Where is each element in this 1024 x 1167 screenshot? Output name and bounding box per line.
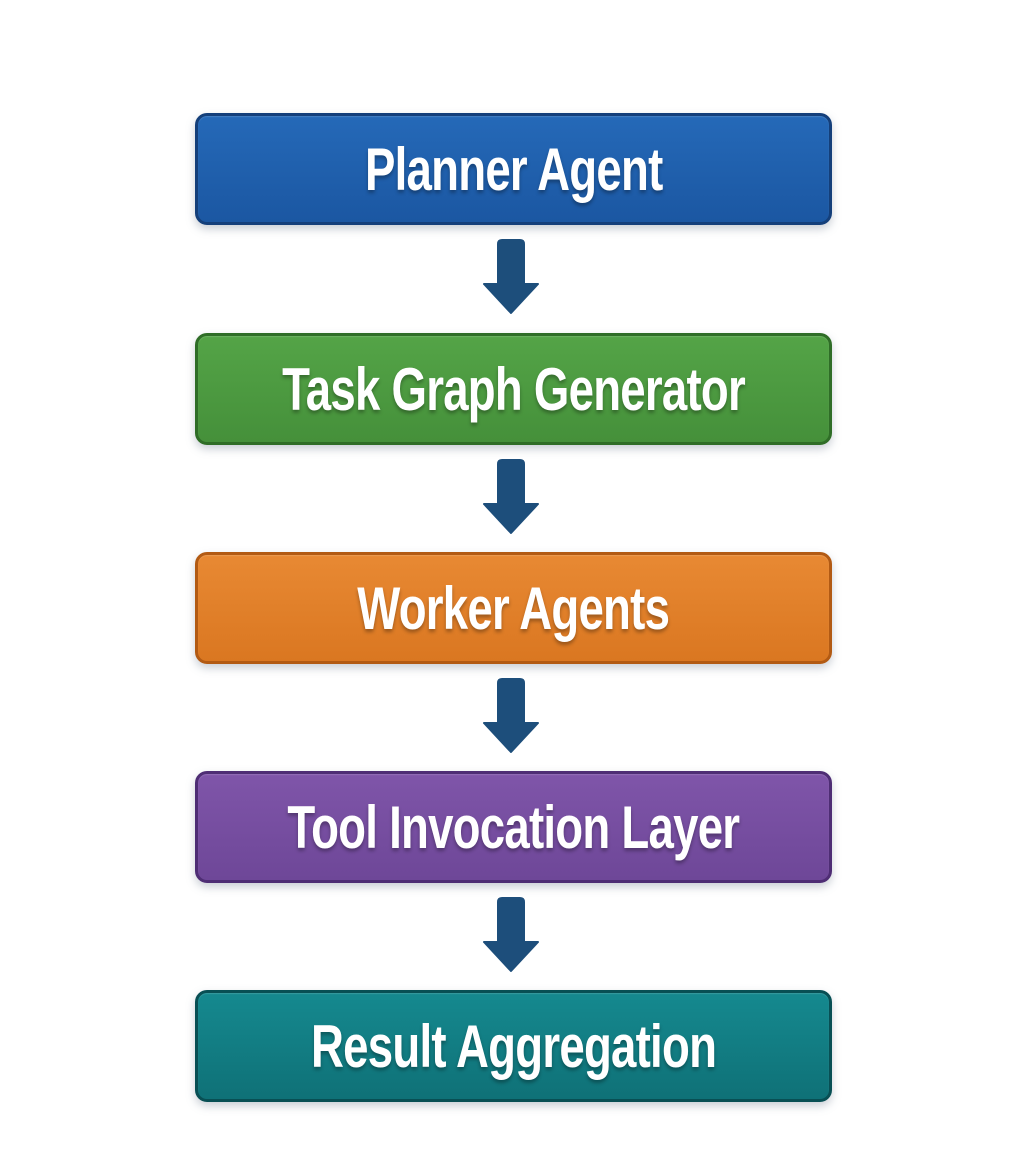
- node-label: Result Aggregation: [310, 1012, 717, 1080]
- arrow-down-icon: [483, 459, 539, 534]
- arrow-down-icon: [483, 678, 539, 753]
- node-label: Tool Invocation Layer: [287, 793, 741, 861]
- node-label: Worker Agents: [357, 574, 671, 642]
- node-label: Task Graph Generator: [282, 355, 746, 423]
- node-label: Planner Agent: [364, 135, 663, 203]
- node-worker-agents: Worker Agents: [195, 552, 832, 664]
- arrow-down-icon: [483, 897, 539, 972]
- node-tool-invocation-layer: Tool Invocation Layer: [195, 771, 832, 883]
- arrow-down-icon: [483, 239, 539, 314]
- node-task-graph-generator: Task Graph Generator: [195, 333, 832, 445]
- node-result-aggregation: Result Aggregation: [195, 990, 832, 1102]
- node-planner-agent: Planner Agent: [195, 113, 832, 225]
